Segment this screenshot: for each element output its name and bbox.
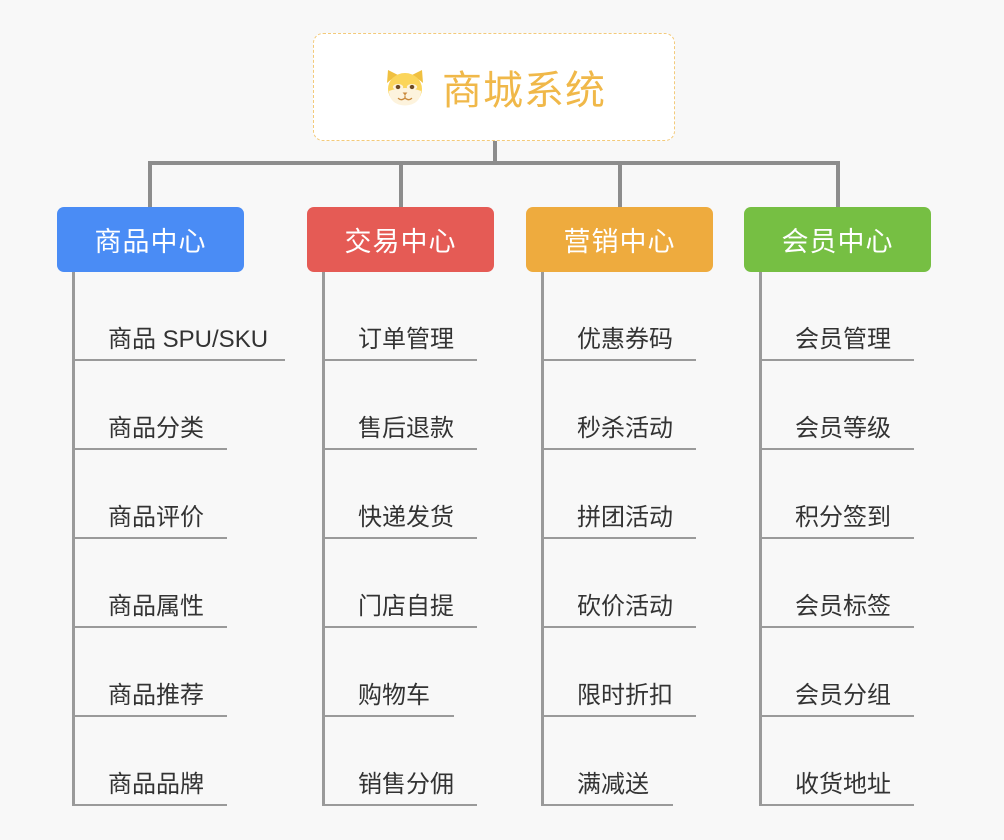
leaf-label: 会员等级 bbox=[795, 414, 891, 442]
leaf-item[interactable]: 积分签到 bbox=[759, 450, 914, 539]
category-label: 商品中心 bbox=[94, 227, 207, 257]
leaf-item[interactable]: 商品评价 bbox=[72, 450, 227, 539]
leaf-item[interactable]: 订单管理 bbox=[322, 272, 477, 361]
leaf-label: 会员管理 bbox=[795, 325, 891, 353]
leaf-item[interactable]: 会员分组 bbox=[759, 628, 914, 717]
category-box-member-center[interactable]: 会员中心 bbox=[744, 207, 931, 272]
leaf-item[interactable]: 会员管理 bbox=[759, 272, 914, 361]
leaf-item[interactable]: 砍价活动 bbox=[541, 539, 696, 628]
leaf-label: 限时折扣 bbox=[577, 681, 673, 709]
column-spine bbox=[72, 272, 75, 806]
leaf-item[interactable]: 售后退款 bbox=[322, 361, 477, 450]
leaf-label: 商品属性 bbox=[108, 592, 204, 620]
leaf-label: 商品推荐 bbox=[108, 681, 204, 709]
leaf-label: 优惠券码 bbox=[577, 325, 673, 353]
leaf-item[interactable]: 秒杀活动 bbox=[541, 361, 696, 450]
leaf-item[interactable]: 拼团活动 bbox=[541, 450, 696, 539]
column-spine bbox=[322, 272, 325, 806]
leaf-label: 秒杀活动 bbox=[577, 414, 673, 442]
leaf-label: 会员分组 bbox=[795, 681, 891, 709]
leaf-label: 商品品牌 bbox=[108, 770, 204, 798]
leaf-label: 门店自提 bbox=[358, 592, 454, 620]
connector-drop-product-center bbox=[148, 161, 152, 208]
connector-drop-trade-center bbox=[399, 161, 403, 208]
leaf-item[interactable]: 商品分类 bbox=[72, 361, 227, 450]
leaf-item[interactable]: 销售分佣 bbox=[322, 717, 477, 806]
leaf-item[interactable]: 商品推荐 bbox=[72, 628, 227, 717]
leaf-label: 会员标签 bbox=[795, 592, 891, 620]
leaf-label: 收货地址 bbox=[795, 770, 891, 798]
leaf-label: 订单管理 bbox=[358, 325, 454, 353]
shiba-dog-face-icon bbox=[382, 64, 428, 110]
leaf-item[interactable]: 收货地址 bbox=[759, 717, 914, 806]
leaf-item[interactable]: 满减送 bbox=[541, 717, 673, 806]
leaf-item[interactable]: 购物车 bbox=[322, 628, 454, 717]
category-label: 会员中心 bbox=[781, 227, 894, 257]
leaf-item[interactable]: 限时折扣 bbox=[541, 628, 696, 717]
leaf-label: 拼团活动 bbox=[577, 503, 673, 531]
connector-drop-marketing-center bbox=[618, 161, 622, 208]
category-label: 交易中心 bbox=[344, 227, 457, 257]
category-box-marketing-center[interactable]: 营销中心 bbox=[526, 207, 713, 272]
category-box-product-center[interactable]: 商品中心 bbox=[57, 207, 244, 272]
leaf-item[interactable]: 会员等级 bbox=[759, 361, 914, 450]
leaf-label: 商品分类 bbox=[108, 414, 204, 442]
leaf-label: 销售分佣 bbox=[358, 770, 454, 798]
leaf-label: 商品评价 bbox=[108, 503, 204, 531]
connector-bus-bar bbox=[150, 161, 840, 165]
leaf-item[interactable]: 门店自提 bbox=[322, 539, 477, 628]
leaf-item[interactable]: 会员标签 bbox=[759, 539, 914, 628]
leaf-label: 满减送 bbox=[577, 770, 649, 798]
connector-drop-member-center bbox=[836, 161, 840, 208]
leaf-item[interactable]: 商品属性 bbox=[72, 539, 227, 628]
column-spine bbox=[759, 272, 762, 806]
leaf-item[interactable]: 优惠券码 bbox=[541, 272, 696, 361]
leaf-item[interactable]: 商品 SPU/SKU bbox=[72, 272, 285, 361]
leaf-label: 购物车 bbox=[358, 681, 430, 709]
category-box-trade-center[interactable]: 交易中心 bbox=[307, 207, 494, 272]
leaf-item[interactable]: 快递发货 bbox=[322, 450, 477, 539]
leaf-label: 积分签到 bbox=[795, 503, 891, 531]
leaf-label: 商品 SPU/SKU bbox=[108, 325, 269, 353]
leaf-label: 砍价活动 bbox=[577, 592, 673, 620]
leaf-item[interactable]: 商品品牌 bbox=[72, 717, 227, 806]
connector-root-stem bbox=[493, 141, 497, 164]
column-spine bbox=[541, 272, 544, 806]
category-label: 营销中心 bbox=[563, 227, 676, 257]
leaf-label: 售后退款 bbox=[358, 414, 454, 442]
root-node-shop-system[interactable]: 商城系统 bbox=[313, 33, 675, 141]
root-title: 商城系统 bbox=[442, 69, 606, 113]
leaf-label: 快递发货 bbox=[358, 503, 454, 531]
